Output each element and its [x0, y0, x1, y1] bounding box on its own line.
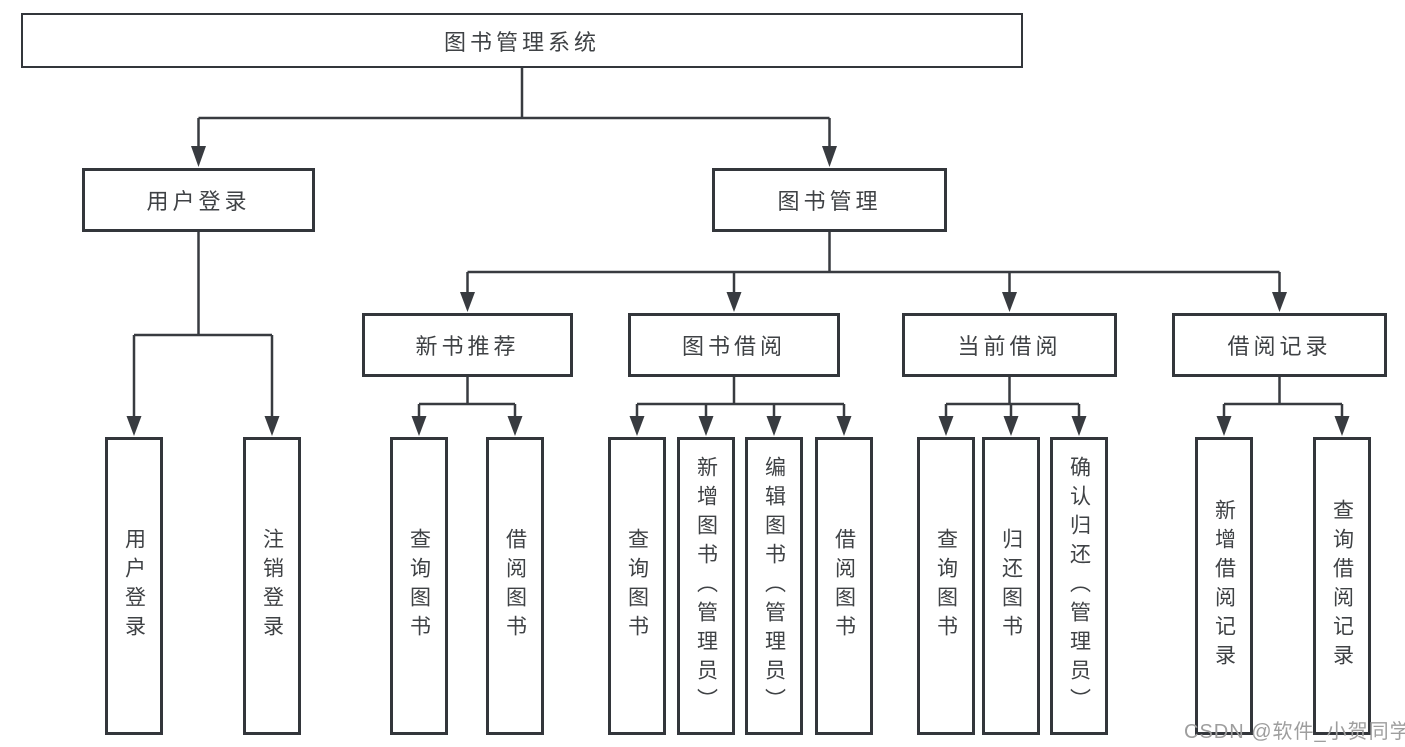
leaf-borrow-books-recommend-label: 借阅图书	[503, 528, 527, 644]
node-borrow-records: 借阅记录	[1172, 313, 1387, 377]
node-user-login: 用户登录	[82, 168, 315, 232]
leaf-confirm-return-admin-label: 确认归还（管理员）	[1067, 455, 1091, 717]
leaf-query-books-recommend-label: 查询图书	[407, 528, 431, 644]
node-book-management-label: 图书管理	[777, 189, 882, 214]
leaf-confirm-return-admin: 确认归还（管理员）	[1050, 437, 1108, 735]
leaf-logout-login: 注销登录	[243, 437, 301, 735]
node-current-borrow: 当前借阅	[902, 313, 1117, 377]
leaf-query-books-current: 查询图书	[917, 437, 975, 735]
leaf-edit-books-admin: 编辑图书（管理员）	[745, 437, 803, 735]
leaf-add-books-admin-label: 新增图书（管理员）	[694, 455, 718, 717]
leaf-query-borrow-record-label: 查询借阅记录	[1330, 499, 1354, 673]
node-current-borrow-label: 当前借阅	[957, 334, 1062, 359]
leaf-user-login: 用户登录	[105, 437, 163, 735]
node-book-borrow: 图书借阅	[628, 313, 840, 377]
node-new-book-recommend-label: 新书推荐	[415, 334, 520, 359]
leaf-edit-books-admin-label: 编辑图书（管理员）	[762, 455, 786, 717]
leaf-add-borrow-record-label: 新增借阅记录	[1212, 499, 1236, 673]
leaf-add-books-admin: 新增图书（管理员）	[677, 437, 735, 735]
leaf-query-borrow-record: 查询借阅记录	[1313, 437, 1371, 735]
leaf-add-borrow-record: 新增借阅记录	[1195, 437, 1253, 735]
leaf-return-books-label: 归还图书	[999, 528, 1023, 644]
leaf-query-books-borrow-label: 查询图书	[625, 528, 649, 644]
leaf-user-login-label: 用户登录	[122, 528, 146, 644]
leaf-return-books: 归还图书	[982, 437, 1040, 735]
leaf-query-books-recommend: 查询图书	[390, 437, 448, 735]
node-borrow-records-label: 借阅记录	[1227, 334, 1332, 359]
node-new-book-recommend: 新书推荐	[362, 313, 573, 377]
leaf-query-books-current-label: 查询图书	[934, 528, 958, 644]
node-user-login-label: 用户登录	[146, 189, 251, 214]
node-root-library-system: 图书管理系统	[21, 13, 1023, 68]
leaf-borrow-books-borrow-label: 借阅图书	[832, 528, 856, 644]
leaf-logout-login-label: 注销登录	[260, 528, 284, 644]
csdn-watermark: CSDN @软件_小贺同学	[1184, 721, 1405, 743]
leaf-borrow-books-borrow: 借阅图书	[815, 437, 873, 735]
node-book-borrow-label: 图书借阅	[681, 334, 786, 359]
leaf-query-books-borrow: 查询图书	[608, 437, 666, 735]
node-root-label: 图书管理系统	[443, 29, 600, 55]
node-book-management: 图书管理	[712, 168, 947, 232]
leaf-borrow-books-recommend: 借阅图书	[486, 437, 544, 735]
